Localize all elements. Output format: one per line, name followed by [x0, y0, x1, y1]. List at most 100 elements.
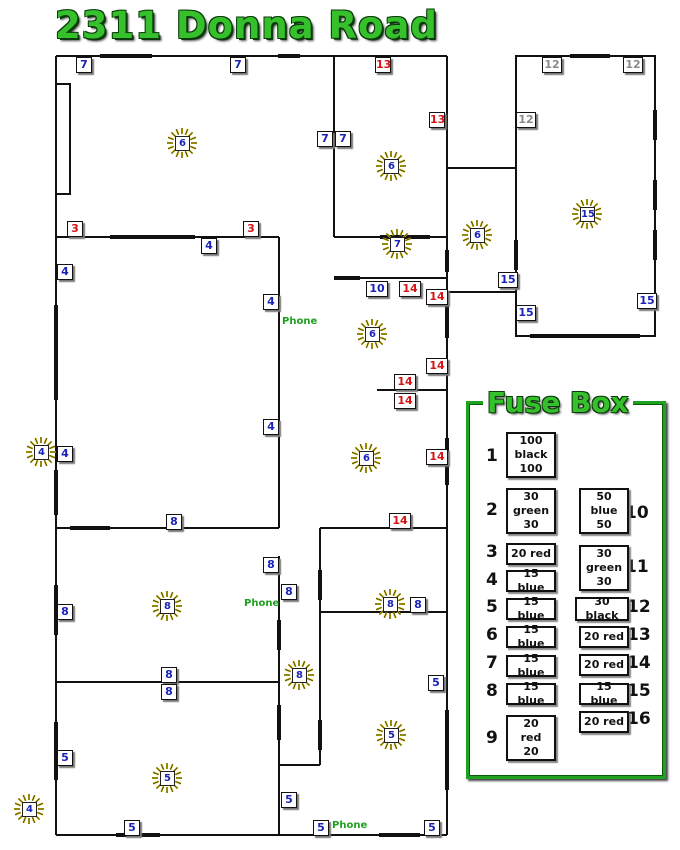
fuse-number: 11 — [625, 557, 649, 577]
outlet-tag: 8 — [166, 514, 182, 530]
light-fixture-icon: 6 — [166, 127, 198, 159]
outlet-tag: 4 — [263, 294, 279, 310]
fuse-rating-line: 15 blue — [590, 680, 618, 707]
fuse-number: 12 — [627, 597, 651, 617]
fuse-number: 13 — [627, 625, 651, 645]
outlet-tag: 4 — [57, 264, 73, 280]
phone-jack-label: Phone — [332, 820, 368, 831]
fuse-breaker: 20 red — [579, 626, 629, 648]
outlet-tag: 5 — [124, 820, 140, 836]
fuse-rating-line: green — [585, 561, 623, 574]
fuse-number: 9 — [486, 728, 498, 748]
garage-outline — [515, 55, 656, 337]
light-fixture-icon: 8 — [151, 590, 183, 622]
light-circuit-number: 5 — [384, 728, 399, 743]
outlet-tag: 5 — [313, 820, 329, 836]
fuse-rating-line: 20 red — [511, 547, 551, 560]
outlet-tag: 8 — [263, 557, 279, 573]
page-title: 2311 Donna Road — [55, 4, 438, 47]
light-fixture-icon: 6 — [461, 219, 493, 251]
fuse-rating-line: 20 — [523, 745, 539, 758]
light-circuit-number: 8 — [292, 668, 307, 683]
outlet-tag: 3 — [243, 221, 259, 237]
light-circuit-number: 6 — [365, 327, 380, 342]
fuse-number: 1 — [486, 446, 498, 466]
fuse-breaker: 15 blue — [506, 595, 556, 622]
outlet-tag: 5 — [57, 750, 73, 766]
outlet-tag: 12 — [516, 112, 536, 128]
fuse-rating-line: 30 — [523, 490, 539, 503]
fuse-breaker: 15 blue — [506, 623, 556, 650]
light-fixture-icon: 5 — [151, 762, 183, 794]
outlet-tag: 8 — [410, 597, 426, 613]
outlet-tag: 12 — [542, 57, 562, 73]
light-fixture-icon: 6 — [356, 318, 388, 350]
outlet-tag: 4 — [201, 238, 217, 254]
fuse-breaker: 20 red — [579, 711, 629, 733]
outlet-tag: 14 — [399, 281, 421, 297]
fuse-box-heading: Fuse Box — [483, 386, 633, 419]
fuse-breaker: 30 black — [575, 595, 629, 622]
light-fixture-icon: 4 — [13, 793, 45, 825]
outlet-tag: 15 — [516, 305, 536, 321]
light-circuit-number: 7 — [390, 237, 405, 252]
fuse-breaker: 20 red — [506, 543, 556, 565]
outlet-tag: 8 — [161, 667, 177, 683]
fuse-number: 16 — [627, 709, 651, 729]
light-circuit-number: 6 — [175, 136, 190, 151]
outlet-tag: 14 — [389, 513, 411, 529]
light-circuit-number: 5 — [160, 771, 175, 786]
outlet-tag: 5 — [424, 820, 440, 836]
fuse-rating-line: 15 blue — [517, 623, 545, 650]
light-circuit-number: 6 — [470, 228, 485, 243]
outlet-tag: 5 — [281, 792, 297, 808]
phone-jack-label: Phone — [244, 598, 280, 609]
fuse-number: 10 — [625, 503, 649, 523]
outlet-tag: 7 — [76, 57, 92, 73]
fuse-breaker: 15 blue — [506, 680, 556, 707]
fuse-rating-line: green — [512, 504, 550, 517]
fuse-number: 3 — [486, 542, 498, 562]
outlet-tag: 15 — [498, 272, 518, 288]
light-fixture-icon: 6 — [350, 442, 382, 474]
fuse-rating-line: 20 — [523, 717, 539, 730]
fuse-number: 15 — [627, 681, 651, 701]
outlet-tag: 10 — [366, 281, 388, 297]
fuse-rating-line: 30 black — [585, 595, 619, 622]
fuse-rating-line: 15 blue — [517, 595, 545, 622]
light-circuit-number: 4 — [34, 445, 49, 460]
light-circuit-number: 6 — [384, 159, 399, 174]
fuse-rating-line: red — [520, 731, 542, 744]
light-circuit-number: 6 — [359, 451, 374, 466]
fuse-breaker: 15 blue — [506, 652, 556, 679]
fuse-breaker: 20 red — [579, 654, 629, 676]
outlet-tag: 3 — [67, 221, 83, 237]
outlet-tag: 4 — [263, 419, 279, 435]
fuse-rating-line: 100 — [519, 462, 543, 475]
fuse-rating-line: blue — [590, 504, 618, 517]
outlet-tag: 14 — [426, 358, 448, 374]
fuse-box-panel — [466, 401, 666, 779]
fuse-number: 14 — [627, 653, 651, 673]
fuse-breaker: 15 blue — [579, 680, 629, 707]
light-fixture-icon: 8 — [374, 588, 406, 620]
outlet-tag: 7 — [317, 131, 333, 147]
outlet-tag: 12 — [623, 57, 643, 73]
light-fixture-icon: 15 — [571, 198, 603, 230]
fuse-rating-line: 15 blue — [517, 567, 545, 594]
fuse-rating-line: 50 — [596, 518, 612, 531]
outlet-tag: 7 — [230, 57, 246, 73]
outlet-tag: 8 — [281, 584, 297, 600]
light-fixture-icon: 6 — [375, 150, 407, 182]
fuse-number: 7 — [486, 653, 498, 673]
light-circuit-number: 15 — [580, 207, 595, 222]
phone-jack-label: Phone — [282, 316, 318, 327]
fuse-rating-line: 30 — [596, 547, 612, 560]
outlet-tag: 8 — [57, 604, 73, 620]
fuse-rating-line: 15 blue — [517, 680, 545, 707]
light-circuit-number: 4 — [22, 802, 37, 817]
